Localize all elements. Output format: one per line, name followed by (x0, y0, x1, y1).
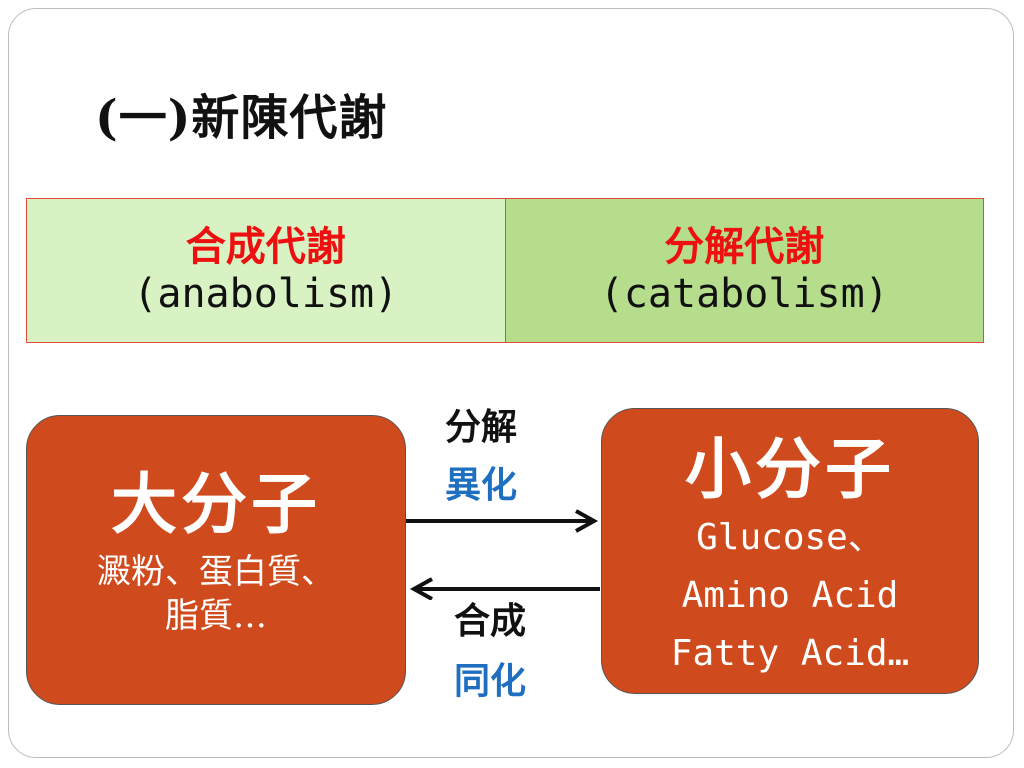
anabolism-subtitle: (anabolism) (133, 270, 399, 317)
catabolism-subtitle: (catabolism) (599, 270, 889, 317)
synthesis-label: 合成 (454, 600, 527, 642)
reaction-arrows (406, 509, 600, 600)
large-molecule-line: 澱粉、蛋白質、 (97, 552, 335, 592)
large-molecule-line: 脂質… (165, 596, 267, 636)
small-molecule-line: Fatty Acid… (670, 633, 910, 674)
slide-title: (一)新陳代謝 (95, 90, 388, 146)
catabolism-title: 分解代謝 (664, 222, 825, 270)
small-molecule-examples: Glucose、 Amino Acid Fatty Acid… (671, 509, 909, 683)
large-molecule-title: 大分子 (111, 465, 321, 543)
small-molecule-title: 小分子 (685, 430, 895, 508)
anabolism-title: 合成代謝 (185, 222, 346, 270)
anabolism-cell: 合成代謝 (anabolism) (27, 199, 506, 342)
right-arrow-icon (406, 509, 599, 533)
dissimilation-label: 異化 (445, 464, 518, 506)
large-molecule-examples: 澱粉、蛋白質、 脂質… (97, 550, 335, 638)
assimilation-label: 同化 (454, 660, 527, 702)
left-arrow-icon (409, 577, 600, 600)
decomposition-label: 分解 (445, 406, 518, 448)
small-molecule-line: Amino Acid (681, 575, 899, 616)
small-molecule-line: Glucose、 (696, 517, 884, 558)
large-molecule-box: 大分子 澱粉、蛋白質、 脂質… (26, 415, 406, 705)
catabolism-cell: 分解代謝 (catabolism) (505, 199, 983, 342)
metabolism-table: 合成代謝 (anabolism) 分解代謝 (catabolism) (26, 198, 984, 343)
small-molecule-box: 小分子 Glucose、 Amino Acid Fatty Acid… (601, 408, 979, 694)
